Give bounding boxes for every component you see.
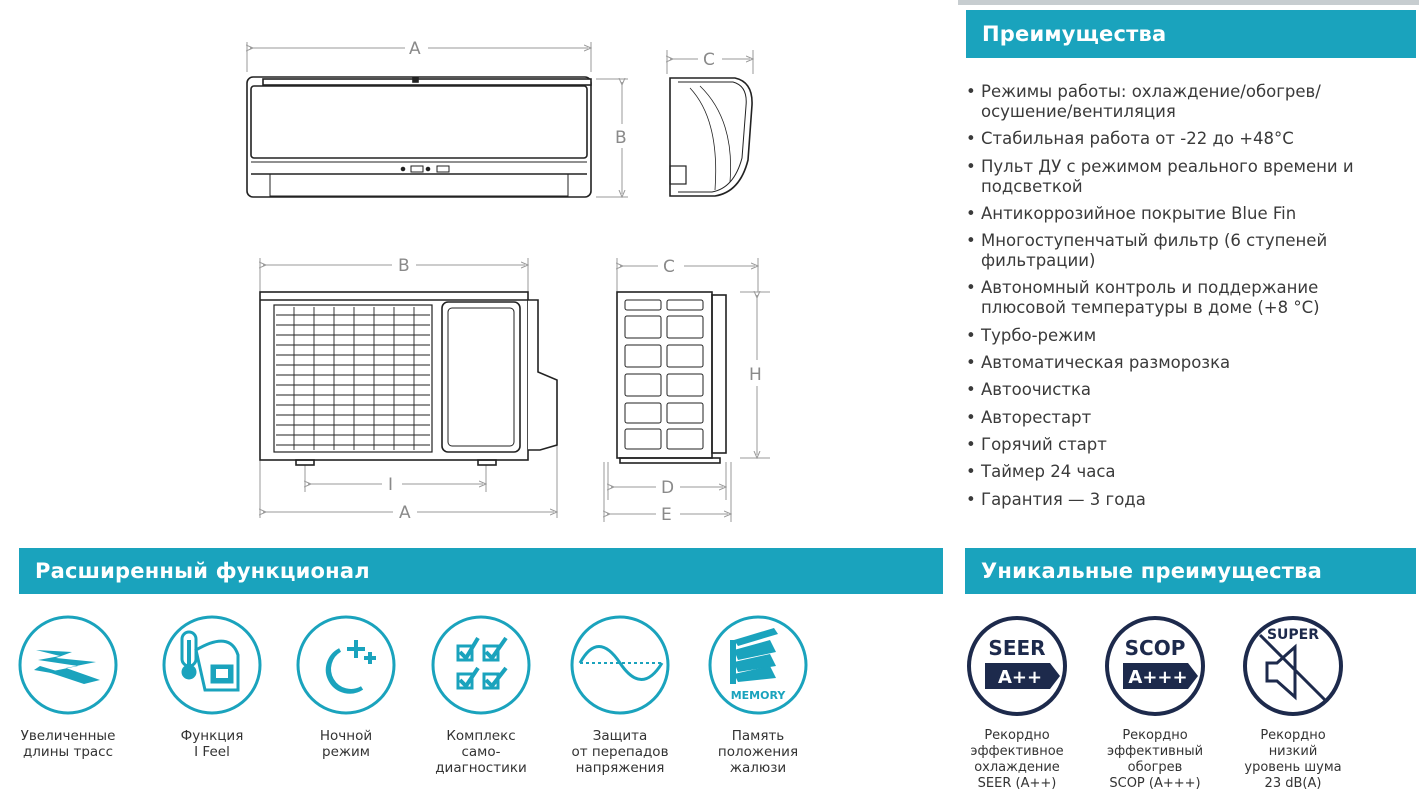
moon-icon — [325, 640, 376, 694]
dim-label: A — [399, 503, 411, 523]
seer-grade: A++ — [998, 667, 1042, 688]
dim-label: C — [663, 257, 675, 277]
feature-label: Увеличенные длины трасс — [20, 728, 116, 760]
i-feel-remote-icon — [180, 630, 240, 692]
dim-label: B — [615, 128, 627, 148]
checklist-icon — [456, 636, 508, 690]
feature-icons: MEMORY — [18, 615, 808, 715]
dim-label: B — [398, 256, 410, 276]
speaker-mute-icon: SUPER — [1258, 627, 1328, 703]
feature-label: Память положения жалюзи — [717, 728, 799, 776]
memory-louver-icon: MEMORY — [730, 628, 786, 702]
advantages-list: Режимы работы: охлаждение/обогрев/ осуше… — [966, 82, 1406, 517]
outdoor-unit-side — [616, 291, 727, 464]
feature-label: Защита от перепадов напряжения — [571, 728, 669, 776]
long-pipes-icon — [34, 650, 100, 684]
advantages-title: Преимущества — [982, 22, 1167, 46]
scop-badge-icon: SCOP A+++ — [1123, 636, 1198, 689]
super-title: SUPER — [1267, 627, 1319, 643]
unique-icons: SEER A++ SCOP A+++ SUPER — [967, 616, 1343, 716]
dim-label: E — [661, 505, 672, 525]
advantage-item: Антикоррозийное покрытие Blue Fin — [966, 204, 1406, 224]
advantage-item: Горячий старт — [966, 435, 1406, 455]
advantage-item: Пульт ДУ с режимом реального времени и п… — [966, 157, 1406, 197]
dim-label: I — [388, 475, 393, 495]
unique-label: Рекордно эффективное охлаждение SEER (A+… — [970, 728, 1064, 791]
scop-grade: A+++ — [1128, 667, 1187, 688]
advantage-item: Автономный контроль и поддержание плюсов… — [966, 278, 1406, 318]
indoor-unit-side — [669, 77, 753, 197]
unique-label: Рекордно эффективный обогрев SCOP (A+++) — [1106, 728, 1204, 791]
dim-label: D — [661, 478, 674, 498]
top-divider — [958, 0, 1419, 5]
sine-wave-icon — [578, 645, 664, 681]
advantage-item: Турбо-режим — [966, 326, 1406, 346]
advantage-item: Авторестарт — [966, 408, 1406, 428]
unique-header: Уникальные преимущества — [965, 548, 1416, 594]
advantage-item: Автоматическая разморозка — [966, 353, 1406, 373]
seer-badge-icon: SEER A++ — [985, 636, 1060, 689]
dim-label: C — [703, 50, 715, 70]
features-header: Расширенный функционал — [19, 548, 943, 594]
dim-label: H — [749, 365, 762, 385]
advantage-item: Таймер 24 часа — [966, 462, 1406, 482]
indoor-unit-front — [246, 76, 592, 198]
advantage-item: Автоочистка — [966, 380, 1406, 400]
features-title: Расширенный функционал — [35, 559, 370, 583]
unit-drawings: A B C B I A C H D E — [0, 39, 770, 525]
feature-label: Ночной режим — [319, 728, 373, 760]
advantage-item: Многоступенчатый фильтр (6 ступеней филь… — [966, 231, 1406, 271]
feature-label: Комплекс само- диагностики — [435, 728, 527, 776]
advantage-item: Режимы работы: охлаждение/обогрев/ осуше… — [966, 82, 1406, 122]
unique-label: Рекордно низкий уровень шума 23 dB(A) — [1244, 728, 1342, 791]
advantage-item: Гарантия — 3 года — [966, 490, 1406, 510]
advantages-header: Преимущества — [966, 10, 1416, 58]
unique-title: Уникальные преимущества — [981, 559, 1323, 583]
feature-label: Функция I Feel — [180, 728, 244, 760]
scop-title: SCOP — [1125, 636, 1186, 660]
memory-badge: MEMORY — [731, 689, 787, 702]
seer-title: SEER — [988, 636, 1045, 660]
outdoor-unit-front — [259, 291, 558, 466]
advantage-item: Стабильная работа от -22 до +48°C — [966, 129, 1406, 149]
dim-label: A — [409, 39, 421, 59]
